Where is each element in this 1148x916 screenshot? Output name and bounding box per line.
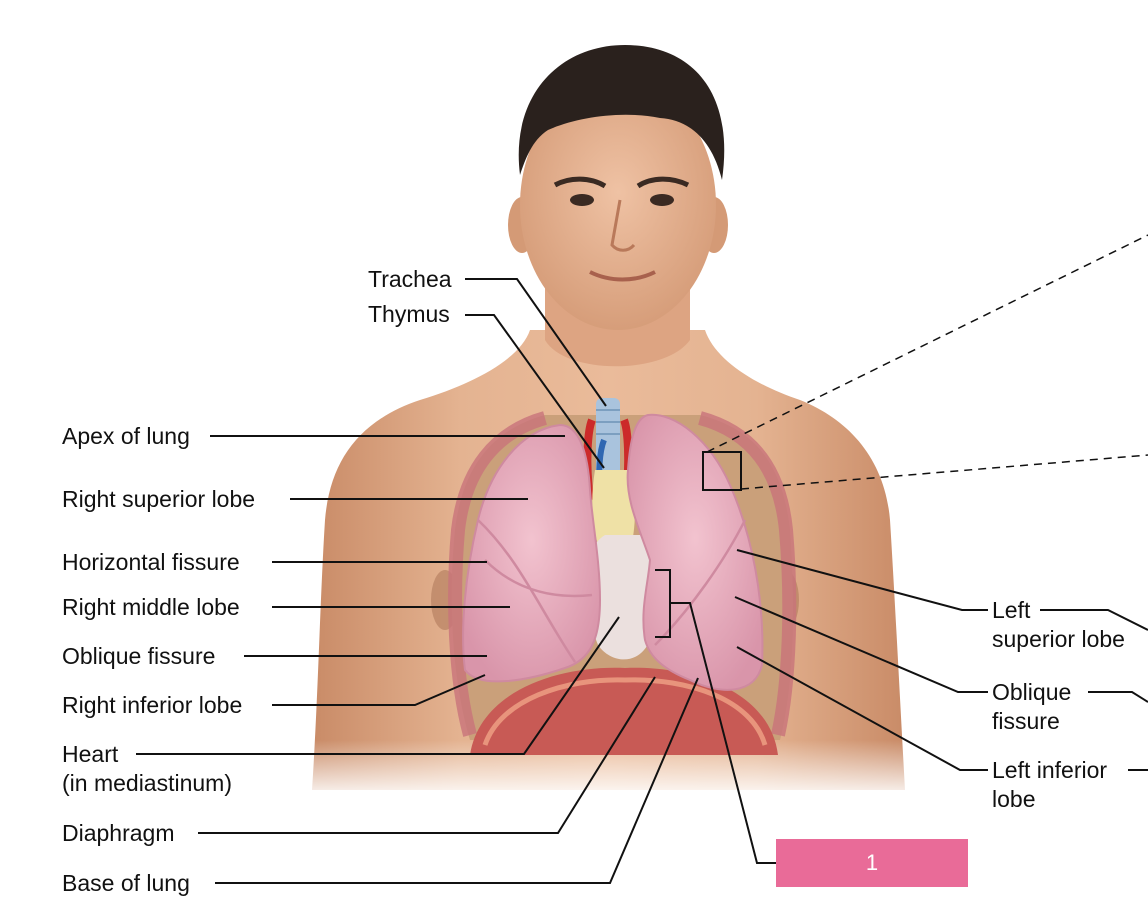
- hair: [518, 45, 725, 180]
- leader-left-superior-ext: [1040, 609, 1148, 631]
- label-oblique-fissure-left-line2: fissure: [992, 708, 1060, 734]
- thymus-shape: [592, 470, 635, 550]
- label-heart-line1: Heart: [62, 741, 119, 767]
- leader-base: [215, 677, 699, 884]
- answer-box-1[interactable]: 1: [776, 839, 968, 887]
- left-lung: [626, 413, 764, 691]
- leader-left-inferior: [736, 646, 988, 771]
- label-left-inferior-lobe: Left inferior lobe: [992, 756, 1107, 814]
- heart-shape: [585, 535, 658, 660]
- label-left-superior-line2: superior lobe: [992, 626, 1125, 652]
- label-apex-of-lung: Apex of lung: [62, 423, 190, 449]
- label-left-inferior-line2: lobe: [992, 786, 1036, 812]
- label-diaphragm: Diaphragm: [62, 820, 175, 846]
- detail-box: [702, 451, 742, 491]
- right-rib-cage: [448, 411, 548, 737]
- answer-box-number: 1: [865, 850, 879, 875]
- leader-heart: [136, 616, 620, 755]
- right-lung: [462, 423, 602, 683]
- label-right-superior-lobe: Right superior lobe: [62, 486, 256, 512]
- label-left-superior-line1: Left: [992, 597, 1031, 623]
- left-oblique-fissure-line: [654, 519, 747, 646]
- left-rib-cage: [698, 411, 797, 737]
- leader-answer: [670, 602, 776, 864]
- leader-thymus: [465, 314, 605, 469]
- label-left-inferior-line1: Left inferior: [992, 757, 1108, 783]
- label-heart-line2: (in mediastinum): [62, 770, 232, 796]
- label-right-inferior-lobe: Right inferior lobe: [62, 692, 243, 718]
- label-horizontal-fissure: Horizontal fissure: [62, 549, 240, 575]
- leader-left-superior: [736, 549, 988, 611]
- label-left-superior-lobe: Left superior lobe: [992, 596, 1125, 654]
- facial-features: [553, 176, 690, 282]
- label-oblique-fissure-left-line1: Oblique: [992, 679, 1072, 705]
- leader-right-inferior: [272, 674, 486, 706]
- label-oblique-fissure-left: Oblique fissure: [992, 678, 1071, 736]
- label-oblique-fissure-right: Oblique fissure: [62, 643, 216, 669]
- leader-oblique-left-ext: [1088, 691, 1148, 703]
- zoom-line-bottom: [740, 454, 1148, 490]
- zoom-line-top: [706, 234, 1148, 453]
- leader-trachea: [465, 278, 607, 407]
- label-heart: Heart (in mediastinum): [62, 740, 232, 798]
- label-right-middle-lobe: Right middle lobe: [62, 594, 240, 620]
- leader-lines: [136, 278, 1148, 884]
- label-thymus: Thymus: [368, 301, 450, 327]
- label-trachea: Trachea: [368, 266, 452, 292]
- leader-oblique-left: [734, 596, 988, 693]
- right-oblique-fissure-line: [477, 519, 577, 663]
- label-base-of-lung: Base of lung: [62, 870, 190, 896]
- leader-diaphragm: [198, 676, 656, 834]
